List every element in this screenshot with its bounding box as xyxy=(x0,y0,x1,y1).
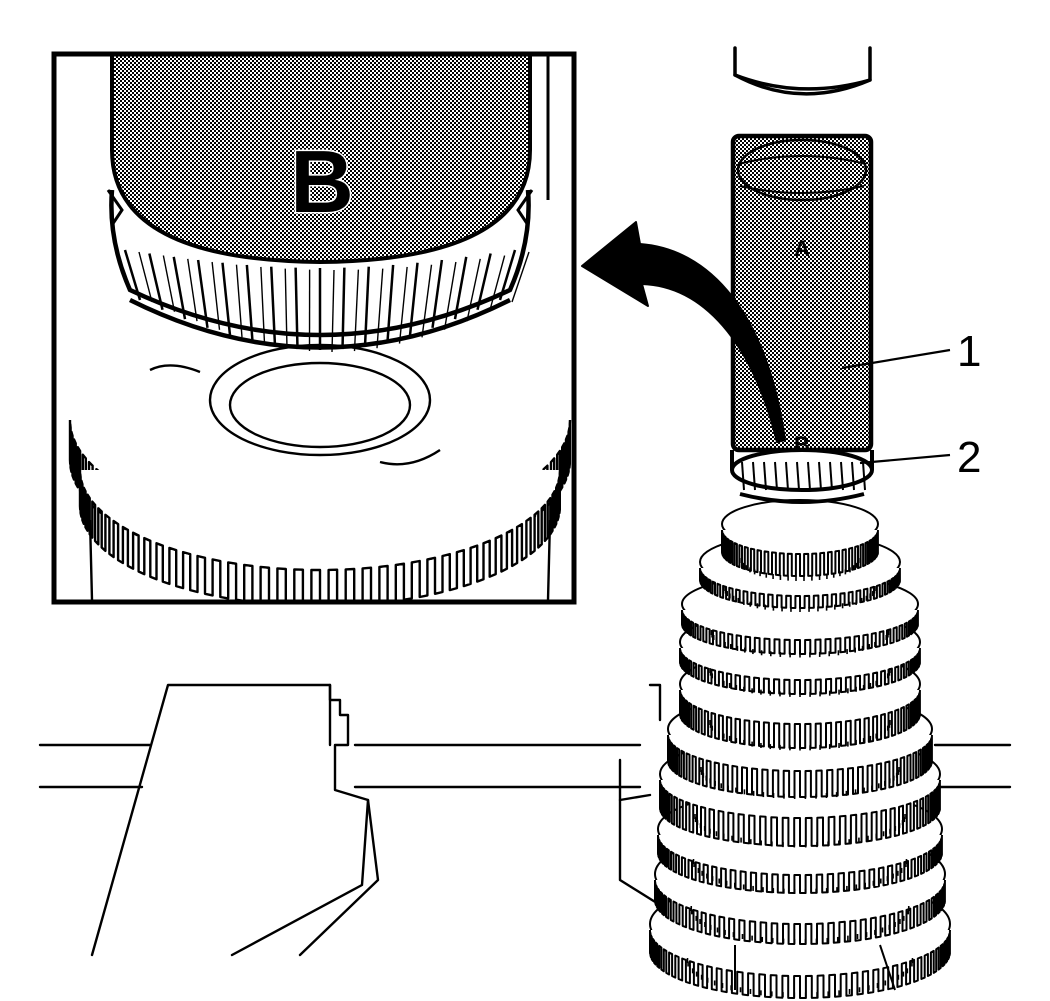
leader-line-2 xyxy=(859,453,951,465)
installer-tool: A B xyxy=(730,133,874,457)
callout-number-2: 2 xyxy=(957,433,981,482)
inset-gear xyxy=(68,343,572,600)
callout-2: 2 xyxy=(859,433,981,482)
detail-arrow xyxy=(581,221,786,443)
callout-number-1: 1 xyxy=(957,327,981,376)
bearing-small xyxy=(730,448,874,504)
upper-press-ram xyxy=(733,46,872,96)
leader-line-1 xyxy=(841,348,951,370)
callout-1: 1 xyxy=(841,327,981,376)
tool-label-a: A xyxy=(794,236,810,261)
inset-installer-tool xyxy=(110,56,532,265)
detail-inset: B xyxy=(51,51,577,605)
inset-label-b: B xyxy=(290,132,354,231)
inset-frame xyxy=(51,51,577,605)
gear-stack xyxy=(649,499,951,999)
